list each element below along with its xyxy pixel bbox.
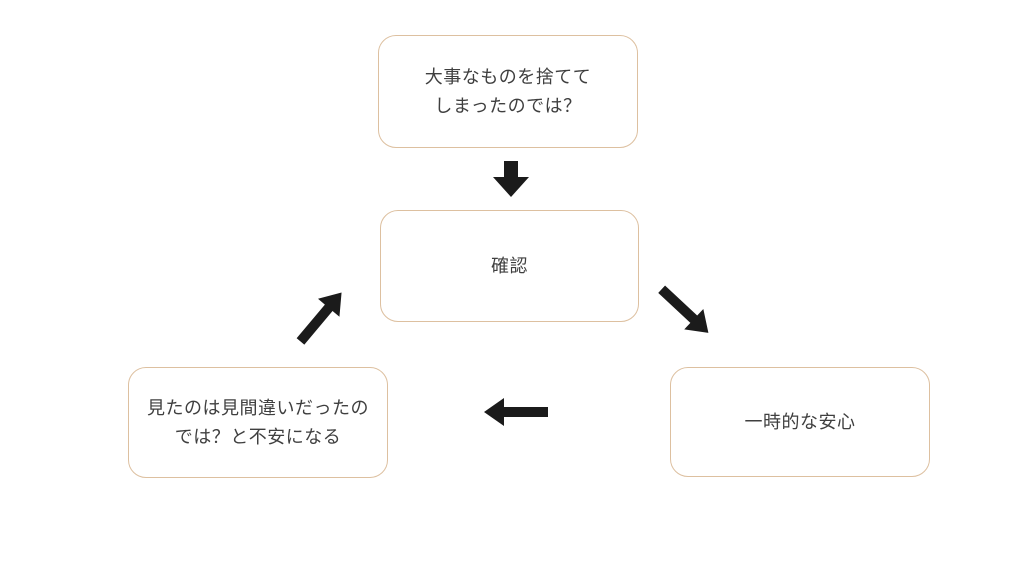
up-right-arrow-icon xyxy=(296,292,342,345)
left-arrow-icon xyxy=(484,398,548,426)
node-check: 確認 xyxy=(380,210,639,322)
node-discard-doubt-label: 大事なものを捨てて しまったのでは？ xyxy=(424,66,592,116)
node-anxiety: 見たのは見間違いだったの では？と不安になる xyxy=(128,367,388,478)
node-temporary-relief-label: 一時的な安心 xyxy=(744,411,856,432)
down-arrow-icon xyxy=(493,161,529,197)
node-anxiety-label: 見たのは見間違いだったの では？と不安になる xyxy=(147,397,369,447)
node-check-label: 確認 xyxy=(491,255,528,276)
node-temporary-relief: 一時的な安心 xyxy=(670,367,930,477)
node-discard-doubt: 大事なものを捨てて しまったのでは？ xyxy=(378,35,638,148)
down-right-arrow-icon xyxy=(658,285,709,333)
